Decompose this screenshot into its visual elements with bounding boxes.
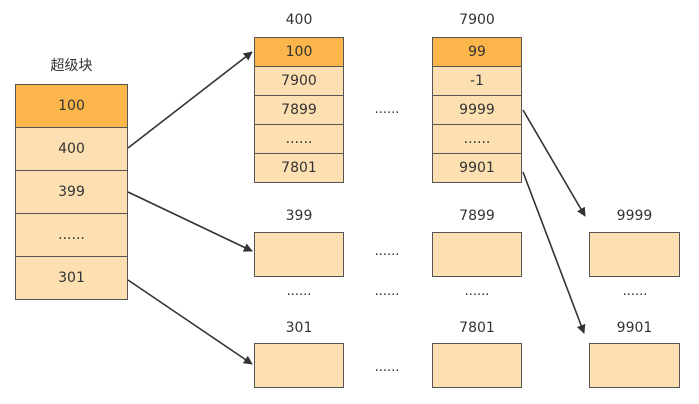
arrow-399-to-block-399: [127, 191, 253, 252]
block-400-cell: 7900: [254, 66, 344, 96]
block-7900-title: 7900: [459, 12, 495, 28]
ellipsis-gap-col3: ......: [464, 284, 490, 299]
block-400-cell: ......: [254, 124, 344, 154]
superblock-cell: 301: [15, 256, 128, 300]
ellipsis-row2: ......: [374, 244, 400, 259]
block-9901-title: 9901: [616, 320, 653, 336]
ellipsis-row1: ......: [374, 102, 400, 117]
block-7900-cell: 9999: [432, 95, 522, 125]
block-7900-cell: ......: [432, 124, 522, 154]
block-400-cell: 7899: [254, 95, 344, 125]
block-7899: [432, 232, 522, 277]
superblock-cell: 399: [15, 170, 128, 214]
block-400-title: 400: [285, 12, 313, 28]
ellipsis-gap-col1: ......: [286, 284, 312, 299]
arrow-400-to-block-400: [127, 51, 253, 149]
block-301: [254, 343, 344, 388]
block-7900-cell: 99: [432, 37, 522, 67]
arrow-301-to-block-301: [127, 279, 253, 365]
superblock-title: 超级块: [50, 58, 93, 74]
block-7801: [432, 343, 522, 388]
block-9999: [589, 232, 680, 277]
block-7801-title: 7801: [459, 320, 495, 336]
arrow-9999-to-block-9999: [522, 109, 586, 217]
block-399-title: 399: [285, 208, 313, 224]
block-9999-title: 9999: [616, 208, 653, 224]
block-400-cell: 7801: [254, 153, 344, 183]
block-301-title: 301: [285, 320, 313, 336]
block-400-cell: 100: [254, 37, 344, 67]
ellipsis-row3: ......: [374, 360, 400, 375]
ellipsis-gap-col4: ......: [622, 284, 648, 299]
superblock-cell: 100: [15, 84, 128, 128]
superblock-cell: ......: [15, 213, 128, 257]
superblock-cell: 400: [15, 127, 128, 171]
block-399: [254, 232, 344, 277]
block-7900-cell: 9901: [432, 153, 522, 183]
block-7900-cell: -1: [432, 66, 522, 96]
arrow-9901-to-block-9901: [522, 171, 586, 334]
ellipsis-gap-col2: ......: [374, 284, 400, 299]
block-7899-title: 7899: [459, 208, 495, 224]
block-9901: [589, 343, 680, 388]
